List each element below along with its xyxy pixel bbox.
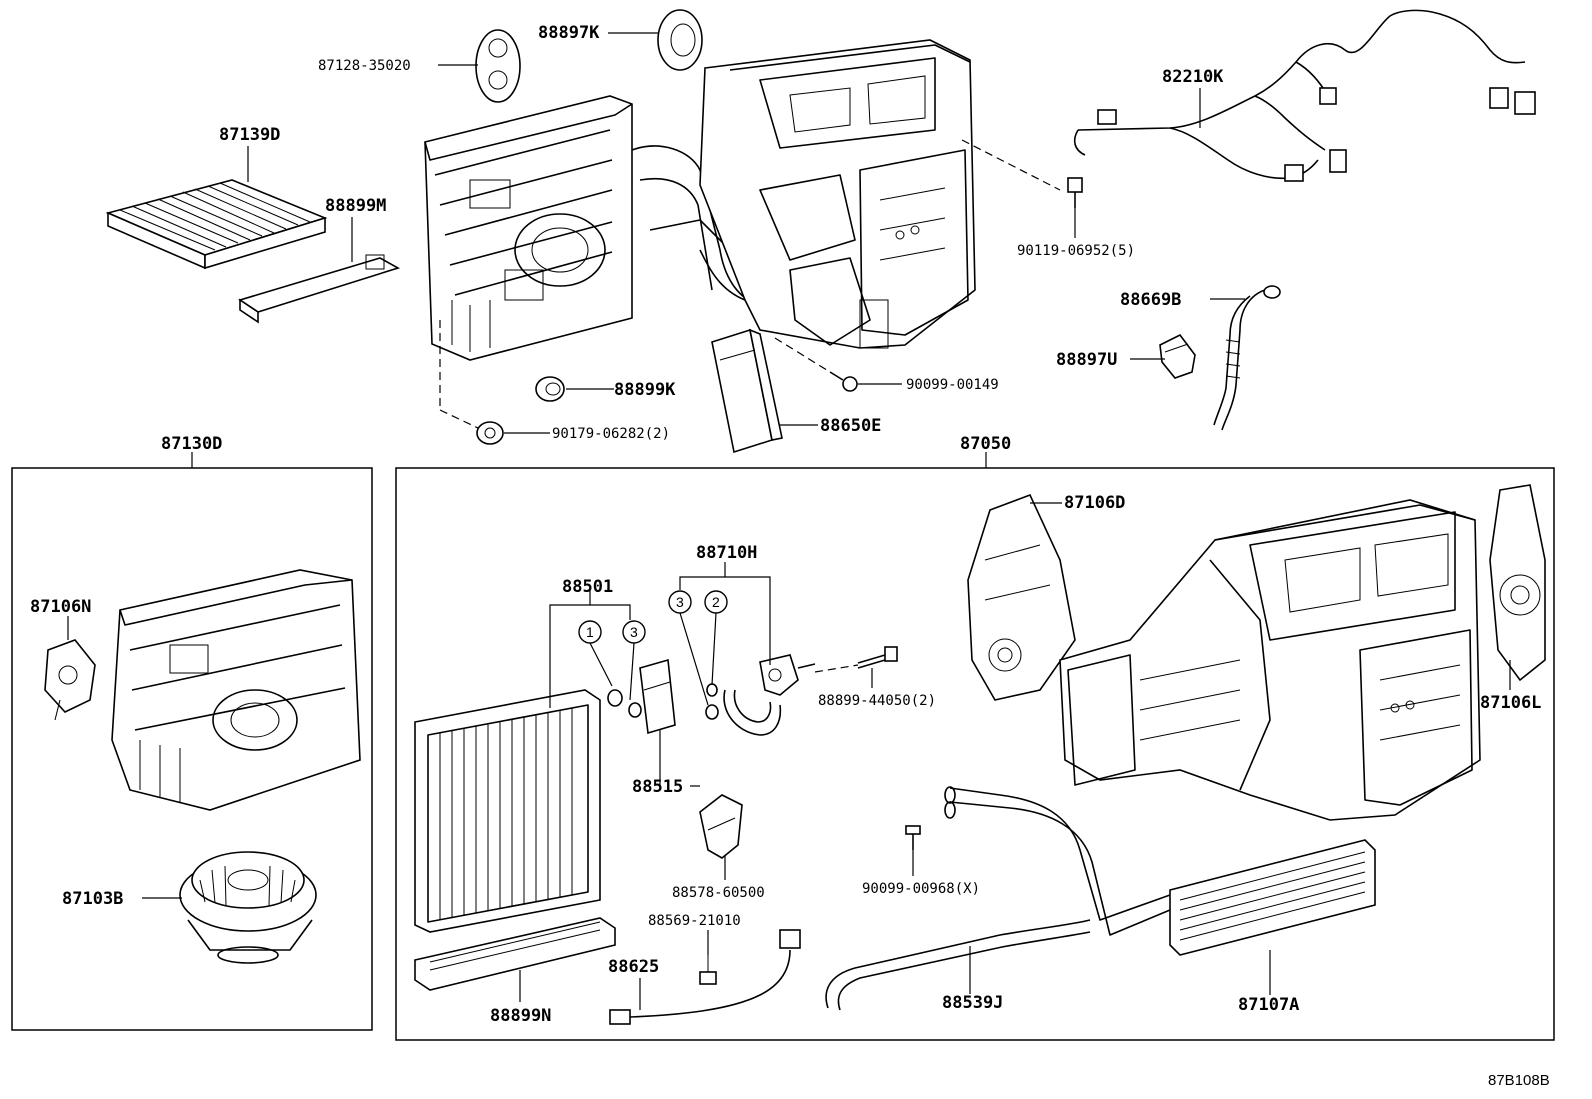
nut-90179 <box>476 421 504 445</box>
servo-87106N <box>44 639 96 721</box>
expansion-valve-88515 <box>639 658 676 735</box>
label-87106L: 87106L <box>1480 693 1541 713</box>
evaporator-88501 <box>414 689 601 933</box>
label-90179: 90179-06282(2) <box>552 426 670 442</box>
heater-core-87107A <box>944 786 1376 956</box>
label-88897U: 88897U <box>1056 350 1117 370</box>
diagram-code: 87B108B <box>1488 1072 1550 1089</box>
callout-1: 1 <box>586 624 594 640</box>
grommet-88899K <box>535 376 565 402</box>
servo-87106D <box>967 493 1076 701</box>
label-88650E: 88650E <box>820 416 881 436</box>
bracket-88578 <box>699 794 743 859</box>
label-87106N: 87106N <box>30 597 91 617</box>
label-88899N: 88899N <box>490 1006 551 1026</box>
callout-3-b: 3 <box>676 594 684 610</box>
label-group-87050: 87050 <box>960 434 1011 454</box>
air-filter-87139D <box>105 179 328 270</box>
label-88669B: 88669B <box>1120 290 1181 310</box>
label-88539J: 88539J <box>942 993 1003 1013</box>
hose-88539J <box>825 919 1091 1011</box>
hose-88669B <box>1213 285 1281 431</box>
thermistor-88569 <box>699 955 717 985</box>
ecu-88650E <box>711 328 783 454</box>
wire-harness-82210K <box>1073 9 1536 182</box>
label-90119: 90119-06952(5) <box>1017 243 1135 259</box>
callout-3-a: 3 <box>630 624 638 640</box>
seal-88897K <box>657 9 703 71</box>
label-88569: 88569-21010 <box>648 913 741 929</box>
screw-90119 <box>1067 177 1083 238</box>
sensor-88625 <box>609 929 801 1025</box>
heater-group-frame <box>395 467 1555 1041</box>
label-88899M: 88899M <box>325 196 386 216</box>
heater-housing <box>1059 499 1481 821</box>
servo-87106L <box>1489 484 1546 682</box>
label-group-87130D: 87130D <box>161 434 222 454</box>
hvac-unit-assembly <box>424 39 976 429</box>
label-88899K: 88899K <box>614 380 676 400</box>
label-87128: 87128-35020 <box>318 58 411 74</box>
connector-88897U <box>1159 333 1196 379</box>
label-87106D: 87106D <box>1064 493 1125 513</box>
label-87107A: 87107A <box>1238 995 1299 1015</box>
bolt-88899-44050 <box>857 646 898 669</box>
label-90099-00968: 90099-00968(X) <box>862 881 980 897</box>
filter-cover-88899M <box>238 254 401 324</box>
bolt-90099-00149 <box>829 371 858 392</box>
label-88578: 88578-60500 <box>672 885 765 901</box>
screw-90099-00968 <box>905 825 921 850</box>
evaporator-cover-88899N <box>414 917 616 991</box>
blower-case <box>111 569 361 811</box>
label-88710H: 88710H <box>696 543 757 563</box>
label-88515: 88515 <box>632 777 683 797</box>
label-88501: 88501 <box>562 577 613 597</box>
label-88625: 88625 <box>608 957 659 977</box>
label-90099-00149: 90099-00149 <box>906 377 999 393</box>
pipe-88710H <box>723 654 816 736</box>
grommet-87128 <box>475 29 521 103</box>
label-88897K: 88897K <box>538 23 600 43</box>
callout-2: 2 <box>712 594 720 610</box>
label-88899-44050: 88899-44050(2) <box>818 693 936 709</box>
blower-motor-87103B <box>179 851 317 964</box>
label-82210K: 82210K <box>1162 67 1224 87</box>
label-87139D: 87139D <box>219 125 280 145</box>
label-87103B: 87103B <box>62 889 123 909</box>
